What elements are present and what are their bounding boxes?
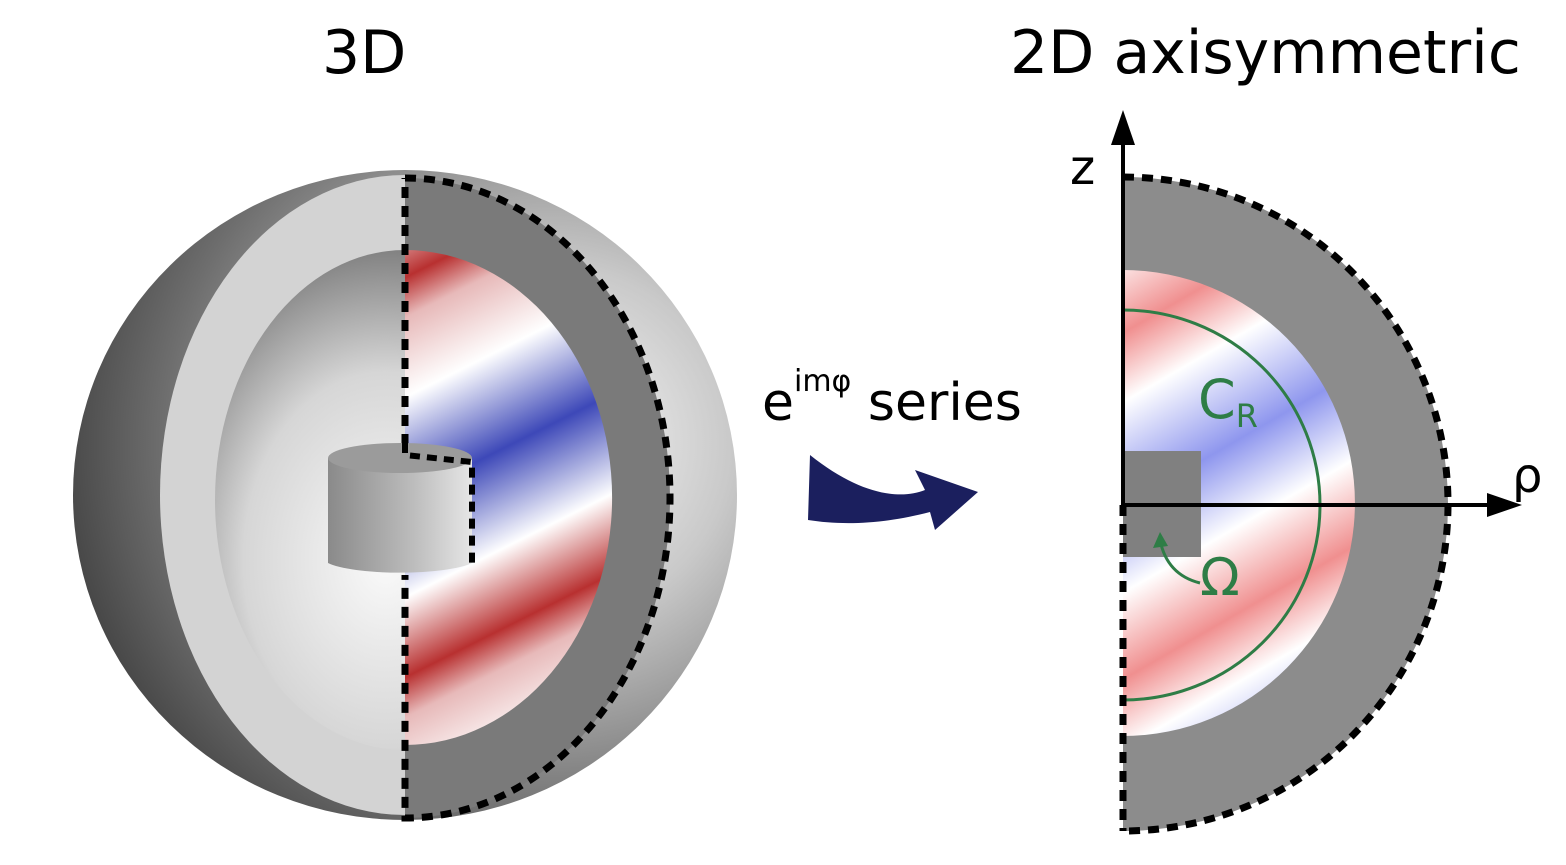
half-disk-2d [1111, 110, 1522, 835]
cut-outline-3d [401, 174, 674, 822]
inner-cavity [215, 250, 405, 750]
contour-label: CR [1198, 368, 1258, 435]
rho-axis-label: ρ [1512, 448, 1543, 504]
omega-pointer-head [1153, 532, 1168, 548]
transform-arrow [808, 455, 978, 530]
cylinder-3d [328, 443, 475, 573]
sphere-3d [73, 170, 737, 822]
cylinder-cut-outline [402, 443, 475, 565]
title-3d: 3D [322, 18, 407, 88]
series-base: e [762, 373, 794, 433]
series-exponent: imφ [794, 364, 852, 399]
contour-subscript: R [1235, 397, 1258, 435]
domain-omega-label: Ω [1200, 548, 1240, 608]
outer-boundary-2d [1122, 173, 1452, 835]
series-suffix: series [851, 373, 1022, 433]
title-2d-axisymmetric: 2D axisymmetric [1010, 18, 1521, 88]
contour-letter: C [1198, 368, 1236, 431]
z-axis-arrowhead [1111, 110, 1135, 145]
fourier-series-label: eimφ series [762, 367, 1022, 434]
z-axis-label: z [1070, 140, 1096, 196]
field-cut-face [405, 250, 613, 745]
rho-axis-arrowhead [1487, 493, 1522, 517]
